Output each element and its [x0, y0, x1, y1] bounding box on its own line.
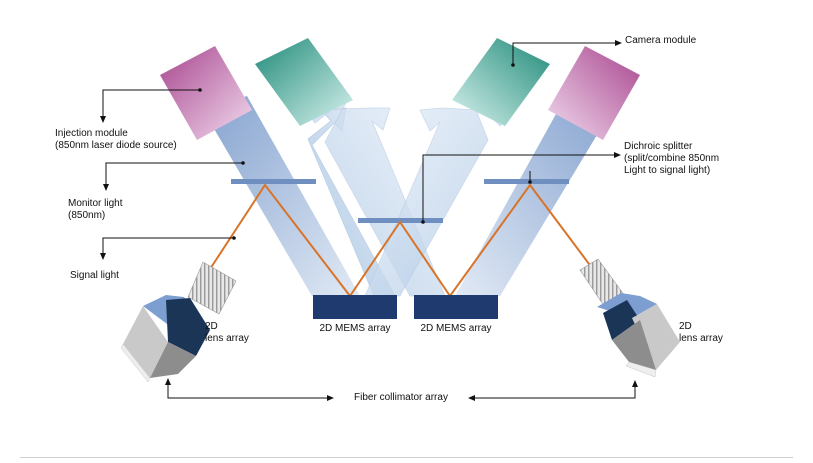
camera-module-right: [452, 38, 550, 126]
bottom-divider: [20, 457, 793, 458]
callout-monitor: [105, 162, 243, 186]
injection-module-sublabel: (850nm laser diode source): [55, 140, 177, 151]
camera-module-label: Camera module: [625, 35, 697, 46]
signal-light-label: Signal light: [70, 270, 119, 281]
callout-arrowheads: [100, 40, 638, 401]
callout-fiber-left: [167, 381, 330, 399]
callout-fiber-right: [472, 383, 636, 399]
fiber-collimator-label: Fiber collimator array: [354, 392, 448, 403]
camera-module-left: [255, 38, 353, 126]
callout-signal: [102, 237, 234, 255]
lens-array-right-label: 2D: [679, 321, 692, 332]
monitor-light-sublabel: (850nm): [68, 210, 106, 221]
fiber-collimator-left: [120, 261, 237, 383]
dichroic-splitter-center: [358, 218, 443, 223]
lens-array-left-label: 2D: [205, 321, 218, 332]
dichroic-splitter-left: [231, 179, 316, 184]
fiber-collimator-right: [579, 258, 680, 378]
callout-lines: [102, 42, 636, 399]
injection-beam-right: [455, 96, 612, 296]
callout-camera: [512, 42, 618, 65]
dichroic-splitter-sublabel-1: (split/combine 850nm: [624, 153, 720, 164]
callout-injection: [102, 89, 200, 118]
injection-beam-left: [203, 96, 360, 296]
signal-light-left: [194, 183, 611, 298]
mems-array-left-label: 2D MEMS array: [319, 323, 391, 334]
lens-array-right-sublabel: lens array: [679, 333, 723, 344]
dichroic-splitter-label: Dichroic splitter: [624, 141, 693, 152]
callout-dots: [198, 63, 532, 240]
mems-array-left: [313, 295, 397, 319]
lens-array-left-sublabel: lens array: [205, 333, 249, 344]
callout-dichroic: [422, 154, 617, 222]
mems-array-right: [414, 295, 498, 319]
injection-module-label: Injection module: [55, 128, 128, 139]
dichroic-splitter-sublabel-2: Light to signal light): [624, 165, 711, 176]
injection-module-left: [160, 46, 252, 140]
mems-array-right-label: 2D MEMS array: [420, 323, 492, 334]
monitor-light-label: Monitor light: [68, 198, 123, 209]
injection-module-right: [548, 46, 640, 140]
dichroic-splitter-right: [484, 179, 569, 184]
